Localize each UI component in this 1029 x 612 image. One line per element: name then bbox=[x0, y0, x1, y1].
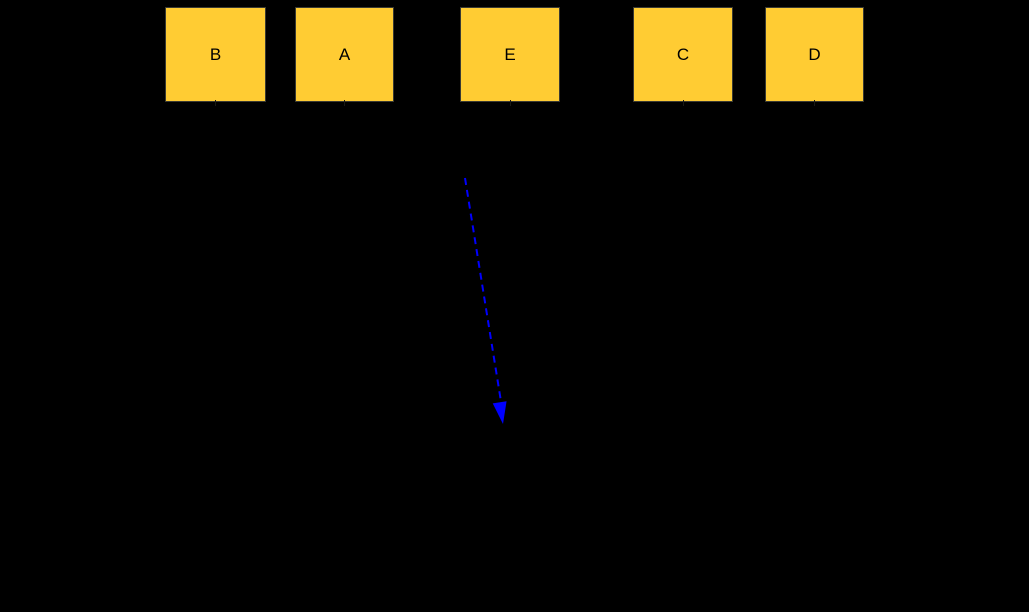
node-box-e[interactable]: E bbox=[460, 7, 560, 102]
node-tick-c bbox=[683, 100, 684, 106]
node-tick-b bbox=[215, 100, 216, 106]
node-label: E bbox=[504, 45, 516, 64]
node-box-b[interactable]: B bbox=[165, 7, 266, 102]
node-tick-a bbox=[344, 100, 345, 106]
node-tick-d bbox=[814, 100, 815, 106]
dashed-arrow-line bbox=[464, 177, 504, 415]
node-box-d[interactable]: D bbox=[765, 7, 864, 102]
node-label: D bbox=[808, 45, 821, 64]
arrow-head-icon bbox=[492, 401, 507, 424]
node-tick-e bbox=[510, 100, 511, 106]
node-label: B bbox=[209, 45, 222, 64]
node-label: C bbox=[676, 45, 690, 64]
node-box-c[interactable]: C bbox=[633, 7, 733, 102]
node-box-a[interactable]: A bbox=[295, 7, 394, 102]
node-label: A bbox=[338, 45, 351, 64]
